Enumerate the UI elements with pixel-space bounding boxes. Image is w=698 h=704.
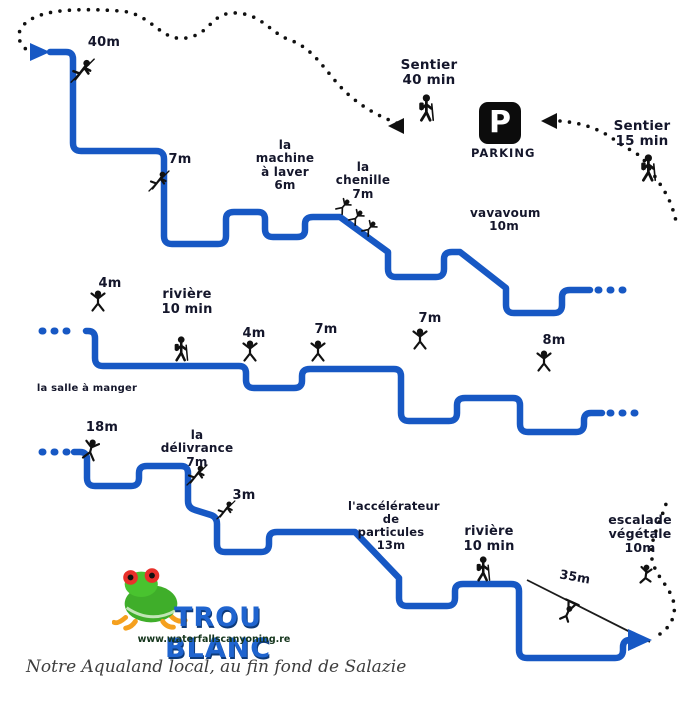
parking-sign-icon: P	[479, 102, 521, 144]
label-chenille: la chenille 7m	[335, 160, 391, 201]
caption: Notre Aqualand local, au fin fond de Sal…	[26, 657, 407, 677]
label-jump-4m-left: 4m	[98, 276, 122, 291]
jumper-4m-mid-icon	[242, 339, 258, 362]
trail-arrow-left-icon	[388, 118, 404, 134]
label-drop-18m: 18m	[85, 420, 119, 435]
label-escalade: escalade végétale 10m	[608, 512, 672, 555]
climber-escalade-icon	[639, 563, 653, 584]
label-riviere-bottom: rivière 10 min	[463, 524, 515, 554]
label-jump-7m-right: 7m	[418, 311, 442, 326]
jumper-7m-right-icon	[412, 327, 428, 350]
frog-logo-icon	[112, 568, 188, 631]
label-delivrance: la délivrance 7m	[160, 428, 234, 469]
jumper-8m-icon	[536, 349, 552, 372]
trail-exit-lower	[649, 498, 677, 636]
label-riviere-mid: rivière 10 min	[161, 287, 213, 317]
finish-arrow-icon	[628, 629, 652, 651]
trail-arrow-right-icon	[541, 113, 557, 129]
label-sentier-15: Sentier 15 min	[613, 118, 671, 150]
label-drop-3m: 3m	[232, 488, 256, 503]
route-row2	[82, 327, 606, 436]
parking-label: PARKING	[471, 146, 536, 160]
logo-url: www.waterfallscanyoning.re	[137, 634, 291, 645]
label-jump-4m-mid: 4m	[242, 326, 266, 341]
jumper-7m-mid-icon	[310, 339, 326, 362]
hiker-riviere-bottom-icon	[475, 555, 491, 582]
hiker-riviere-mid-icon	[173, 335, 189, 362]
trail-sentier-15-upper	[558, 119, 678, 224]
hiker-sentier-40-icon	[417, 93, 435, 122]
route-row1	[46, 48, 594, 317]
label-accelerateur: l'accélérateur de particules 13m	[348, 499, 440, 552]
label-salle-a-manger: la salle à manger	[36, 383, 138, 394]
abseiler-3m-icon	[215, 499, 236, 520]
zipline-rider-icon	[556, 598, 580, 625]
logo-title: TROU BLANC	[164, 602, 272, 664]
label-jump-7m-mid: 7m	[314, 322, 338, 337]
parking-symbol: P	[489, 105, 511, 140]
label-sentier-40: Sentier 40 min	[400, 57, 458, 89]
route-row3	[70, 448, 634, 662]
jumper-4m-left-icon	[90, 289, 106, 312]
label-jump-8m: 8m	[542, 333, 566, 348]
start-arrow-icon	[30, 43, 50, 61]
trail-approach-serpentine	[17, 7, 399, 125]
label-vavavoum: vavavoum 10m	[470, 206, 541, 234]
label-drop-7m-row1: 7m	[168, 152, 192, 167]
label-machine-a-laver: la machine à laver 6m	[255, 138, 315, 193]
label-drop-40m: 40m	[87, 35, 121, 50]
faller-18m-icon	[80, 436, 101, 462]
